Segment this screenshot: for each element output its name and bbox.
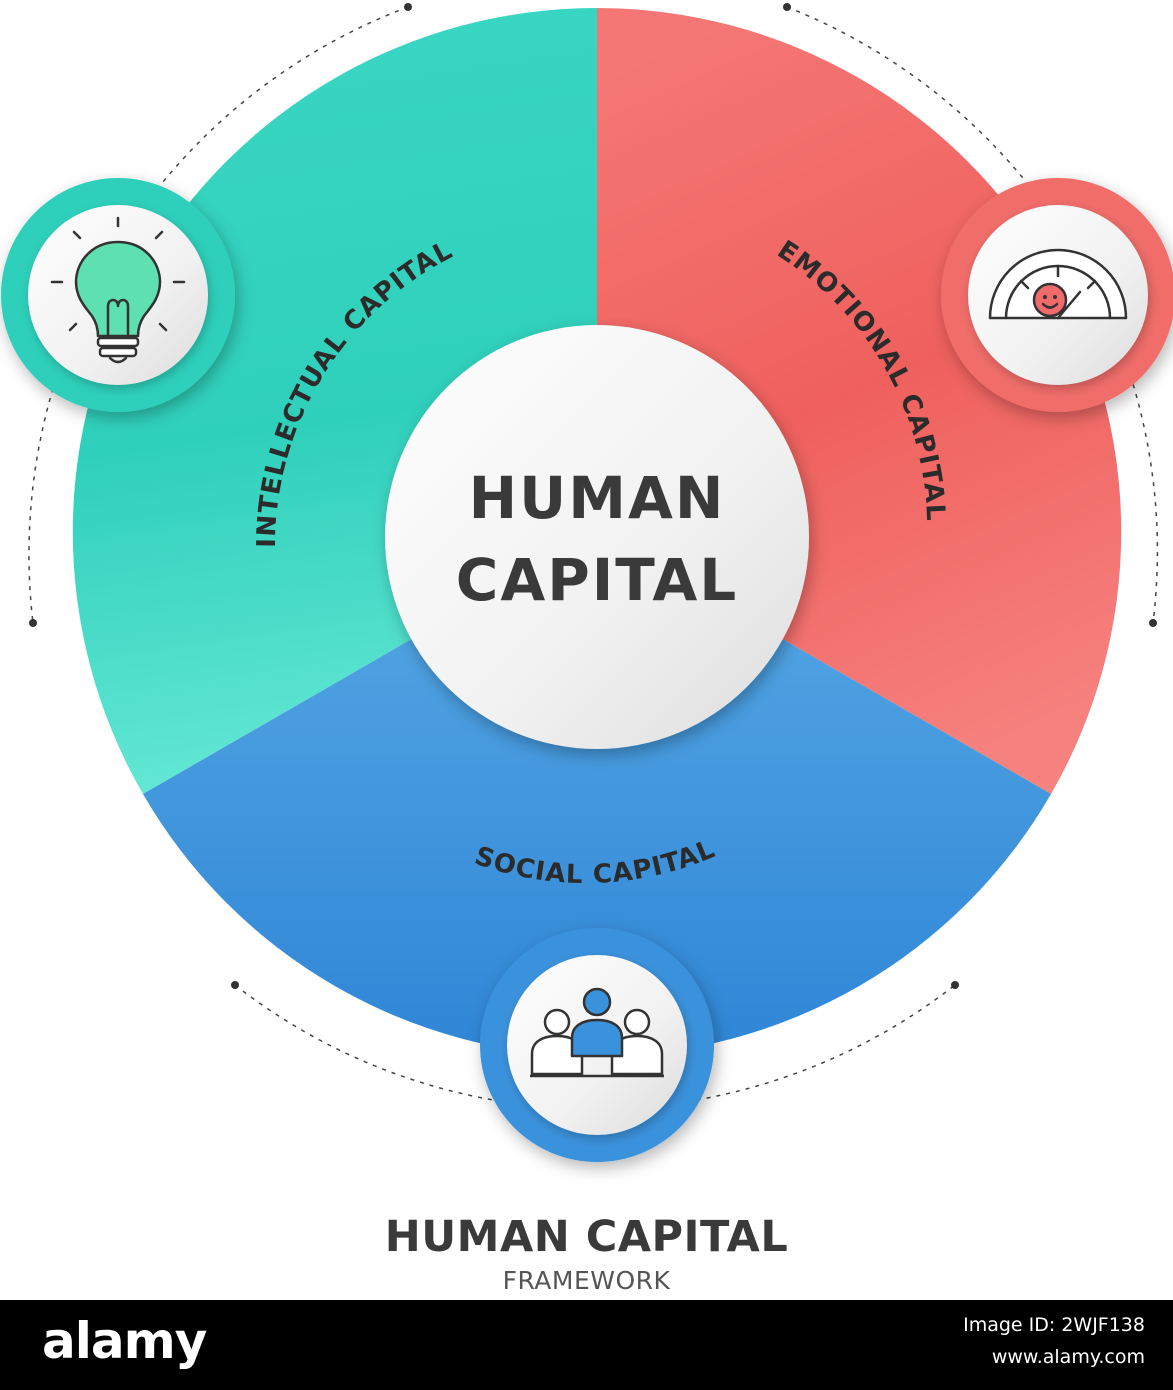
footer-subtitle: FRAMEWORK [502,1266,671,1295]
center-title-line2: CAPITAL [456,546,738,614]
badge-emotional [941,178,1173,412]
human-capital-diagram: INTELLECTUAL CAPITAL EMOTIONAL CAPITAL S… [1,3,1173,1162]
center-title-line1: HUMAN [469,464,726,532]
dashed-outer-ring [28,3,1159,1110]
badge-intellectual [1,178,235,412]
team-icon [530,987,664,1078]
image-id-text: Image ID: 2WJF138 [963,1314,1145,1336]
alamy-logo: alamy [42,1312,207,1370]
emotion-meter-icon [988,248,1128,320]
center-hub: HUMAN CAPITAL [385,325,809,749]
watermark-bar: alamy Image ID: 2WJF138 www.alamy.com [0,1300,1173,1390]
footer-title: HUMAN CAPITAL [384,1212,789,1262]
segment-social-capital [143,532,1051,1057]
lightbulb-icon [50,216,186,364]
badge-social [480,928,714,1162]
site-url-text: www.alamy.com [991,1346,1145,1368]
